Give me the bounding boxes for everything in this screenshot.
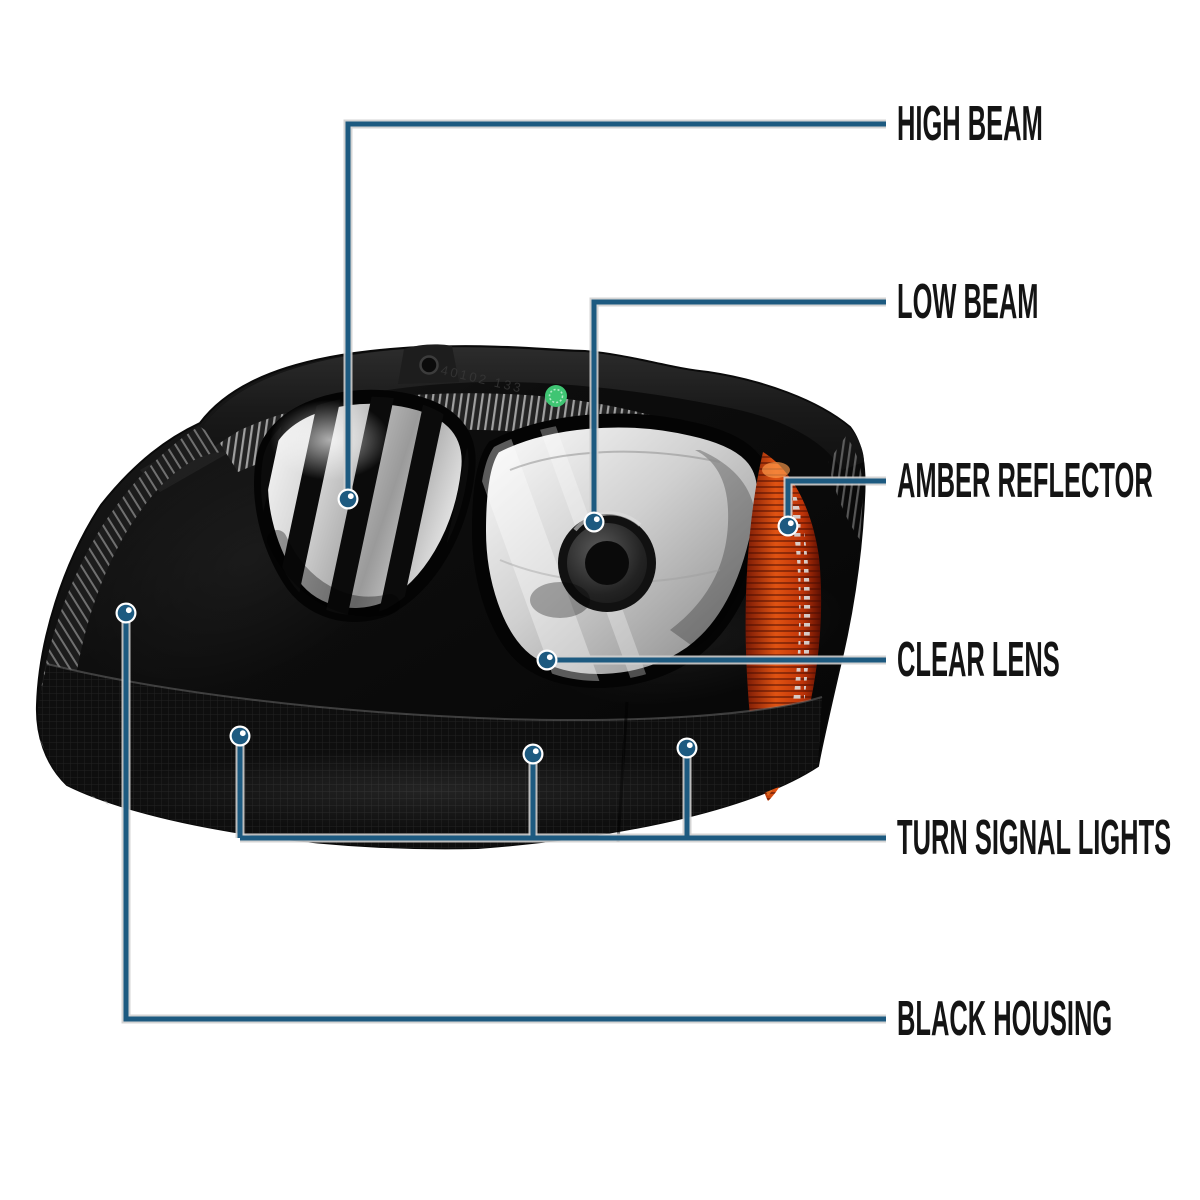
ribbed-right-edge bbox=[828, 436, 863, 540]
callout-dot-turn-signal-3 bbox=[676, 737, 698, 759]
high-beam-reflector bbox=[254, 389, 476, 622]
low-beam-reflector bbox=[471, 413, 771, 688]
callout-dot-turn-signal-2 bbox=[522, 743, 544, 765]
callout-line-black-housing bbox=[123, 613, 886, 1022]
callout-label-high-beam: HIGH BEAM bbox=[897, 97, 1043, 151]
callout-label-black-housing: BLACK HOUSING bbox=[897, 992, 1113, 1046]
callout-dot-clear-lens bbox=[536, 649, 558, 671]
callout-line-amber-reflector bbox=[785, 478, 886, 526]
callout-dot-high-beam bbox=[337, 488, 359, 510]
callout-dot-amber-reflector bbox=[777, 515, 799, 537]
mounting-hole bbox=[419, 355, 439, 375]
callout-label-amber-reflector: AMBER REFLECTOR bbox=[897, 454, 1153, 508]
callout-dot-low-beam bbox=[583, 511, 605, 533]
callout-label-low-beam: LOW BEAM bbox=[897, 275, 1039, 329]
callout-lines bbox=[123, 121, 886, 1022]
callout-label-turn-signal-lights: TURN SIGNAL LIGHTS bbox=[897, 811, 1172, 865]
callout-line-casings bbox=[121, 119, 886, 1024]
callout-line-low-beam bbox=[591, 299, 886, 522]
callout-dot-black-housing bbox=[115, 602, 137, 624]
callout-line-high-beam bbox=[345, 121, 886, 499]
callout-label-clear-lens: CLEAR LENS bbox=[897, 633, 1060, 687]
callout-dot-turn-signal-1 bbox=[229, 725, 251, 747]
callout-dots bbox=[115, 488, 799, 765]
green-sticker bbox=[545, 385, 567, 407]
turn-signal-lens-band bbox=[37, 663, 823, 849]
